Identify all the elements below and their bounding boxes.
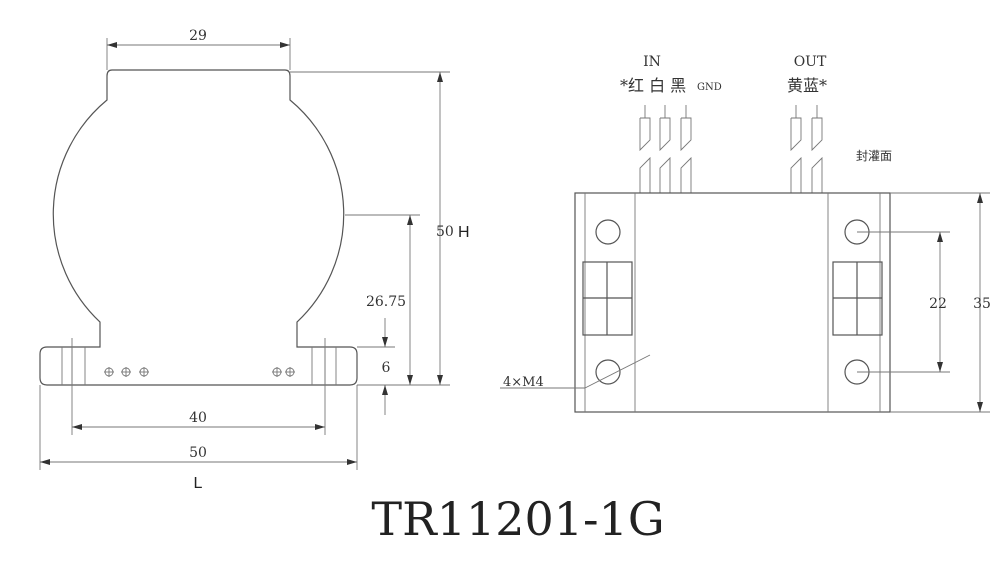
terminal-markers — [104, 367, 295, 377]
dim-hole-pitch: 40 — [189, 410, 207, 426]
dim-center-height: 26.75 — [366, 294, 406, 310]
out-label: OUT — [794, 54, 827, 70]
model-title: TR11201-1G — [371, 492, 664, 546]
height-symbol: H — [458, 224, 470, 241]
in-label: IN — [643, 54, 661, 70]
potting-face-label: 封灌面 — [856, 149, 892, 163]
length-symbol: L — [194, 475, 203, 492]
mount-hole-spec: 4×M4 — [503, 375, 544, 390]
terminal-blocks — [582, 261, 883, 336]
gnd-label: GND — [697, 82, 722, 93]
out-wire-colors: 黄蓝* — [787, 76, 827, 95]
dim-hole-spacing: 22 — [929, 296, 947, 312]
lead-wires — [639, 105, 823, 193]
transformer-body-outline — [39, 69, 358, 386]
dim-top-width: 29 — [189, 28, 207, 44]
front-view: 29 50 H 26.75 6 40 50 L — [39, 28, 470, 492]
dim-module-height: 35 — [973, 296, 991, 312]
dim-length: 50 — [189, 445, 207, 461]
top-view: IN *红 白 黑 GND OUT 黄蓝* 封灌面 4×M4 22 — [500, 54, 991, 413]
module-body — [574, 192, 891, 413]
dim-flange: 6 — [382, 360, 391, 376]
dim-height: 50 — [436, 224, 454, 240]
in-wire-colors: *红 白 黑 — [620, 76, 686, 95]
